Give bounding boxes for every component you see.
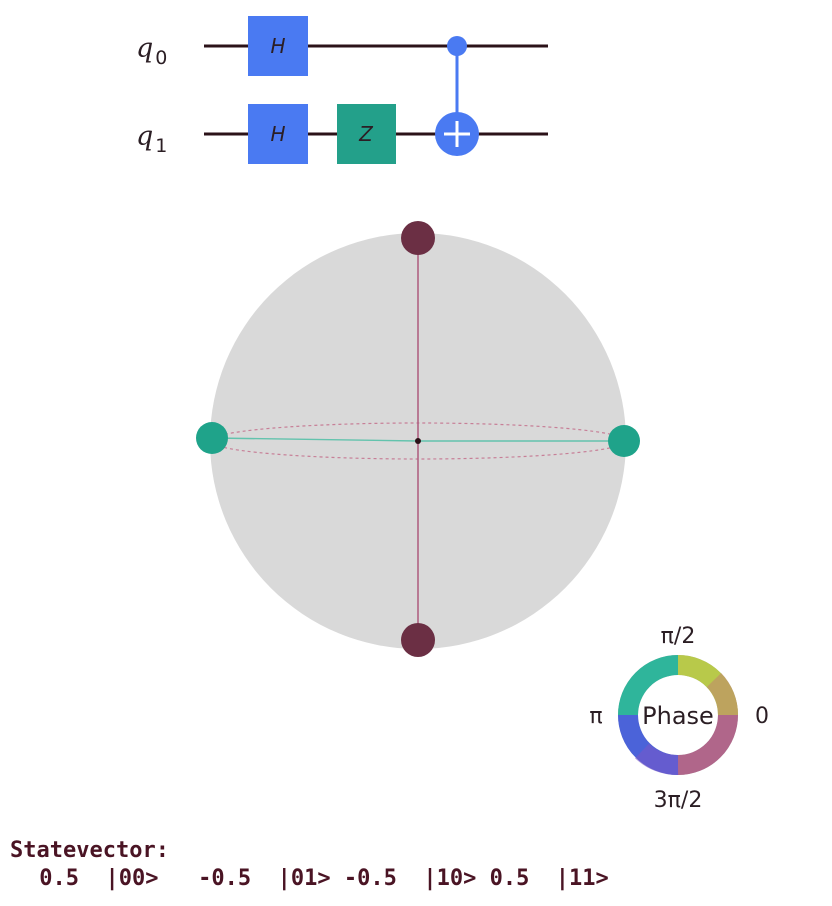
- phase-ring-q4: [677, 714, 738, 775]
- statevector-title: Statevector:: [10, 838, 169, 863]
- phase-label-left: π: [589, 704, 602, 729]
- svg-text:q1: q1: [136, 121, 167, 157]
- cnot-gate[interactable]: [435, 36, 479, 156]
- state-point-00: [401, 221, 435, 255]
- state-point-11: [401, 623, 435, 657]
- state-point-01: [196, 422, 228, 454]
- phase-label-right: 0: [755, 704, 769, 729]
- phase-label-top: π/2: [661, 624, 696, 649]
- gate-h-q0[interactable]: H: [248, 16, 308, 76]
- qsphere: [196, 221, 640, 657]
- state-line-01: [211, 437, 419, 442]
- sphere-center-dot: [415, 438, 421, 444]
- svg-text:H: H: [270, 122, 285, 146]
- svg-text:H: H: [270, 34, 285, 58]
- svg-text:q0: q0: [136, 33, 167, 69]
- svg-text:Z: Z: [358, 122, 374, 146]
- phase-ring-q3-blend: [635, 743, 679, 775]
- phase-center-label: Phase: [642, 702, 714, 730]
- phase-ring-q1-blend: [706, 673, 739, 716]
- phase-wheel: Phase π/2 π 0 3π/2: [589, 624, 769, 813]
- state-point-10: [608, 425, 640, 457]
- cnot-control-dot: [447, 36, 467, 56]
- gate-h-q1[interactable]: H: [248, 104, 308, 164]
- phase-ring-q2: [618, 655, 679, 716]
- phase-label-bottom: 3π/2: [654, 788, 703, 813]
- statevector-values: 0.5 |00> -0.5 |01> -0.5 |10> 0.5 |11>: [26, 866, 609, 891]
- gate-z-q1[interactable]: Z: [337, 104, 396, 164]
